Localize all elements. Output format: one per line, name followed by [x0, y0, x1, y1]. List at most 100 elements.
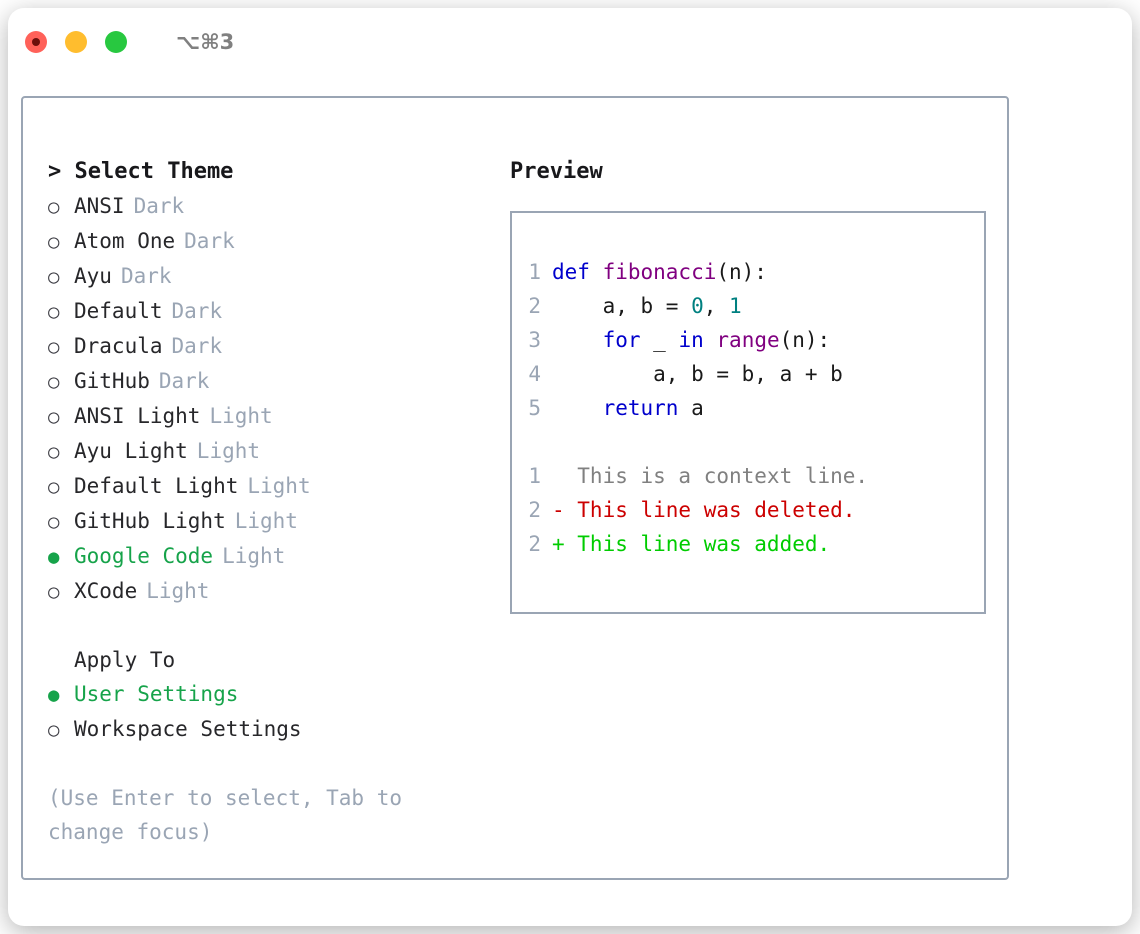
- diff-line: 1 This is a context line.: [512, 459, 984, 493]
- theme-option-label: Atom One: [74, 229, 176, 253]
- code-text: a, b = 0, 1: [552, 289, 742, 323]
- diff-text: - This line was deleted.: [552, 493, 855, 527]
- theme-option-google-code[interactable]: ● Google Code Light: [48, 539, 498, 574]
- token-num: 0: [691, 294, 704, 318]
- keyboard-hint: (Use Enter to select, Tab to change focu…: [48, 786, 403, 844]
- radio-unselected-icon: ○: [48, 336, 60, 358]
- token-pln: [552, 396, 603, 420]
- theme-option-label: ANSI Light: [74, 404, 201, 428]
- window-shortcut-label: ⌥⌘3: [176, 30, 235, 54]
- apply-to-list: ● User Settings ○Workspace Settings: [48, 677, 498, 747]
- title-bar: ⌥⌘3: [8, 8, 1132, 76]
- radio-selected-icon: ●: [48, 684, 60, 706]
- theme-option-variant: Light: [209, 404, 273, 428]
- code-text: for _ in range(n):: [552, 323, 831, 357]
- token-pln: a, b =: [552, 294, 692, 318]
- minimize-button[interactable]: [65, 31, 87, 53]
- theme-option-ansi[interactable]: ○ ANSI Dark: [48, 189, 498, 224]
- code-line: 3 for _ in range(n):: [512, 323, 984, 357]
- token-pln: ,: [703, 294, 730, 318]
- theme-option-label: Default: [74, 299, 163, 323]
- token-pln: a: [678, 396, 704, 420]
- radio-unselected-icon: ○: [48, 301, 60, 323]
- apply-to-option-workspace-settings[interactable]: ○Workspace Settings: [48, 712, 498, 747]
- token-ctx: This is a context line.: [552, 464, 869, 488]
- theme-option-label: Google Code: [74, 544, 214, 568]
- line-number: 3: [528, 328, 541, 352]
- radio-unselected-icon: ○: [48, 371, 60, 393]
- theme-option-label: XCode: [74, 579, 138, 603]
- token-pln: a, b = b, a + b: [552, 362, 843, 386]
- token-pln: _: [640, 328, 679, 352]
- radio-unselected-icon: ○: [48, 231, 60, 253]
- theme-option-ansi-light[interactable]: ○ ANSI Light Light: [48, 399, 498, 434]
- token-kw: for: [602, 328, 641, 352]
- theme-option-label: ANSI: [74, 194, 125, 218]
- theme-option-variant: Light: [234, 509, 298, 533]
- token-pln: (n):: [779, 328, 831, 352]
- radio-unselected-icon: ○: [48, 406, 60, 428]
- radio-unselected-icon: ○: [48, 476, 60, 498]
- theme-option-label: GitHub: [74, 369, 150, 393]
- theme-option-variant: Light: [222, 544, 286, 568]
- apply-to-option-user-settings[interactable]: ● User Settings: [48, 677, 498, 712]
- select-theme-header: > Select Theme: [48, 159, 234, 184]
- token-del: - This line was deleted.: [552, 498, 856, 522]
- radio-unselected-icon: ○: [48, 719, 60, 741]
- theme-option-variant: Light: [146, 579, 210, 603]
- theme-option-label: Ayu Light: [74, 439, 188, 463]
- code-line: 4 a, b = b, a + b: [512, 357, 984, 391]
- code-text: def fibonacci(n):: [552, 255, 767, 289]
- code-text: a, b = b, a + b: [552, 357, 843, 391]
- code-line: 5 return a: [512, 391, 984, 425]
- token-fn: range: [716, 328, 780, 352]
- token-kw: in: [678, 328, 704, 352]
- code-line: 2 a, b = 0, 1: [512, 289, 984, 323]
- maximize-button[interactable]: [105, 31, 127, 53]
- theme-option-label: Dracula: [74, 334, 163, 358]
- radio-unselected-icon: ○: [48, 196, 60, 218]
- theme-option-label: GitHub Light: [74, 509, 226, 533]
- token-pln: [552, 328, 603, 352]
- token-kw: return: [602, 396, 679, 420]
- apply-to-option-label: User Settings: [74, 682, 239, 706]
- token-add: + This line was added.: [552, 532, 831, 556]
- token-pln: [704, 328, 717, 352]
- line-number: 4: [528, 362, 541, 386]
- theme-option-variant: Dark: [133, 194, 185, 218]
- diff-line: 2- This line was deleted.: [512, 493, 984, 527]
- theme-option-label: Default Light: [74, 474, 239, 498]
- close-button[interactable]: [25, 31, 47, 53]
- line-number: 1: [528, 464, 541, 488]
- theme-option-ayu-light[interactable]: ○ Ayu Light Light: [48, 434, 498, 469]
- radio-selected-icon: ●: [48, 546, 60, 568]
- list-spacer: [48, 609, 498, 643]
- theme-option-xcode[interactable]: ○ XCode Light: [48, 574, 498, 609]
- diff-text: This is a context line.: [552, 459, 868, 493]
- theme-option-label: Ayu: [74, 264, 112, 288]
- diff-line: 2+ This line was added.: [512, 527, 984, 561]
- theme-option-variant: Light: [196, 439, 261, 463]
- diff-text: + This line was added.: [552, 527, 830, 561]
- token-pln: (n):: [716, 260, 767, 284]
- radio-unselected-icon: ○: [48, 441, 60, 463]
- token-kw: def: [552, 260, 603, 284]
- token-num: 1: [729, 294, 742, 318]
- line-number: 2: [528, 294, 541, 318]
- radio-unselected-icon: ○: [48, 581, 60, 603]
- preview-title: Preview: [510, 159, 603, 184]
